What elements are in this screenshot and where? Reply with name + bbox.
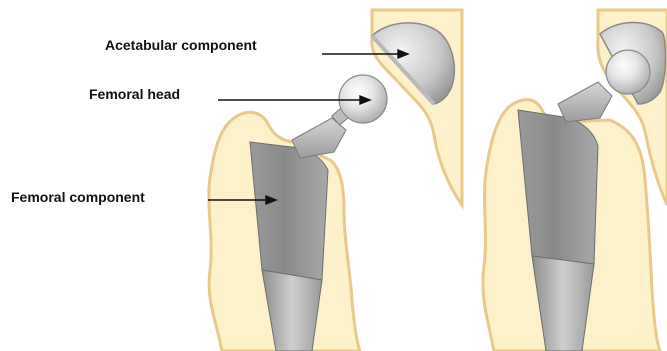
femoral-head-ball-right xyxy=(606,50,650,94)
label-femoral-component: Femoral component xyxy=(11,189,145,205)
right-panel xyxy=(483,10,667,351)
label-femoral-head: Femoral head xyxy=(89,86,180,102)
femoral-neck-right xyxy=(558,82,612,122)
femoral-stem xyxy=(250,142,328,280)
label-acetabular-component: Acetabular component xyxy=(105,37,257,53)
femoral-neck xyxy=(292,118,346,158)
left-panel xyxy=(209,10,462,351)
